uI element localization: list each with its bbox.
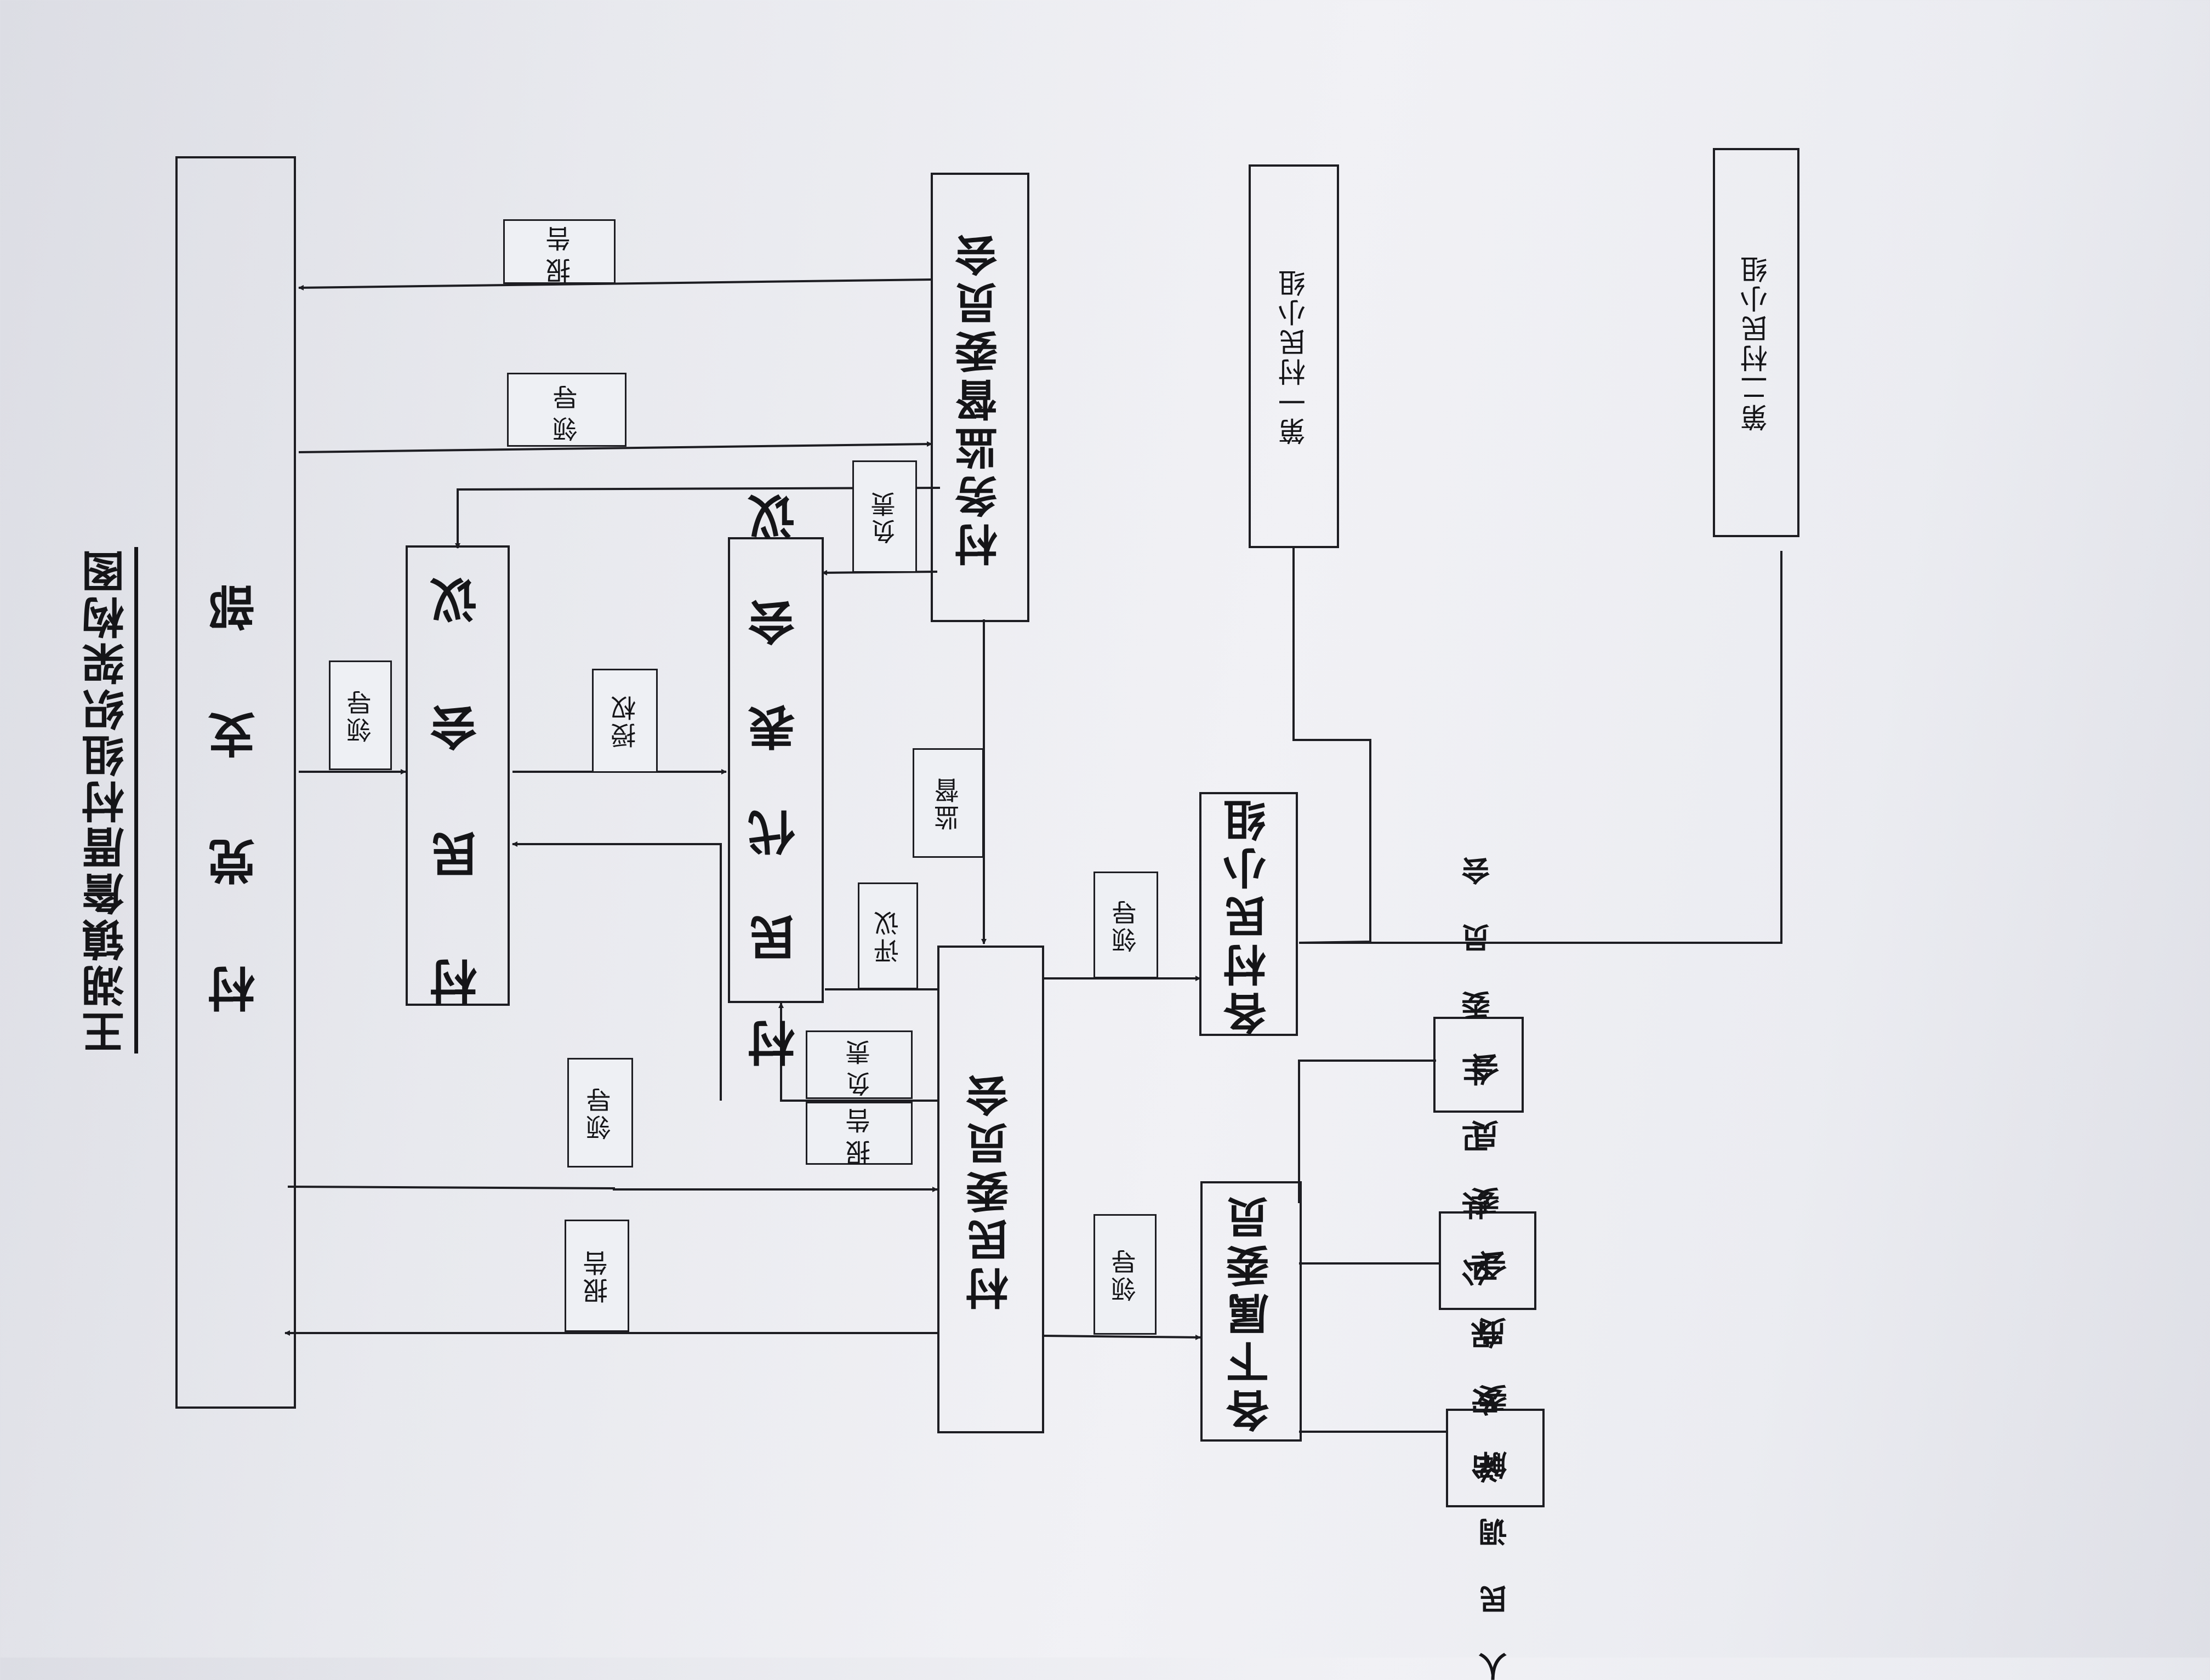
sub-committees-label: 各下属委员 (1226, 1191, 1276, 1432)
label-report-mid: 报告 (806, 1102, 913, 1165)
groups-box: 各村民小组 (1199, 792, 1298, 1036)
mediation-box: 人 民 调 解 委 员 会 (1446, 1236, 1545, 1680)
label-review: 评议 (858, 882, 918, 989)
label-report-committee: 报告 (565, 1220, 629, 1332)
label-responsible-mid: 负责 (806, 1030, 913, 1099)
label-lead-groups: 领导 (1093, 872, 1158, 978)
villager-meeting-box: 村 民 会 议 (406, 545, 510, 1006)
label-responsible-mid-text: 负责 (844, 1033, 874, 1097)
label-lead-committee-text: 领导 (585, 1085, 615, 1140)
label-supervise: 监督 (913, 748, 984, 858)
label-responsible-top: 负责 (852, 460, 917, 573)
villager-committee-label: 村民委员会 (966, 1069, 1016, 1310)
group2-label: 第二村民小组 (1740, 254, 1772, 431)
line-groups-group1 (1292, 548, 1371, 944)
supervision-label: 村务监督委员会 (955, 229, 1005, 566)
supervision-box: 村务监督委员会 (931, 173, 1029, 622)
label-report-top-text: 报告 (544, 220, 574, 283)
arrow-rep-meeting-back (512, 841, 722, 1101)
group1-label: 第一村民小组 (1278, 267, 1310, 445)
label-report-top: 报告 (503, 219, 616, 284)
label-lead-subs-text: 领导 (1110, 1247, 1140, 1302)
rep-meeting-box: 村 民 代 表 会 议 (728, 473, 824, 1067)
mediation-label: 人 民 调 解 委 员 会 (1479, 1235, 1512, 1680)
label-lead-committee: 领导 (567, 1058, 633, 1168)
label-supervise-text: 监督 (933, 776, 963, 830)
label-report-committee-text: 报告 (582, 1248, 612, 1303)
party-branch-label: 村 党 支 部 (208, 552, 264, 1013)
label-lead-groups-text: 领导 (1111, 897, 1141, 953)
sub-committees-box: 各下属委员 (1200, 1181, 1302, 1442)
label-lead-meeting-text: 领导 (345, 688, 375, 743)
arrow-committee-lead-subs (1044, 1334, 1201, 1340)
villager-meeting-label: 村 民 会 议 (430, 545, 486, 1006)
security-box: 治 安 保 卫 委 员 会 (1439, 1039, 1536, 1483)
label-review-text: 评议 (873, 908, 903, 964)
rep-meeting-label: 村 民 代 表 会 议 (749, 473, 804, 1067)
public-health-box: 公 共 卫 生 委 员 会 (1433, 842, 1524, 1287)
group1-box: 第一村民小组 (1249, 164, 1339, 548)
label-responsible-top-text: 负责 (870, 489, 899, 544)
party-branch-box: 村 党 支 部 (175, 156, 296, 1409)
arrow-committee-responsible-rep (778, 1003, 938, 1102)
label-report-mid-text: 报告 (844, 1101, 874, 1165)
label-authorize: 授权 (592, 669, 658, 773)
group2-box: 第二村民小组 (1713, 148, 1799, 537)
label-lead-top-text: 领导 (552, 378, 582, 442)
label-authorize-text: 授权 (610, 693, 640, 748)
label-lead-meeting: 领导 (329, 660, 392, 770)
label-lead-subs: 领导 (1093, 1214, 1157, 1335)
label-lead-top: 领导 (507, 373, 626, 447)
groups-label: 各村民小组 (1224, 793, 1273, 1035)
arrow-supervision-responsible-meeting (455, 487, 941, 549)
line-subs-health (1298, 1060, 1436, 1203)
arrow-party-lead-committee (287, 1186, 938, 1192)
villager-committee-box: 村民委员会 (937, 946, 1044, 1433)
line-groups-group2 (1299, 551, 1782, 944)
arrow-party-lead-supervision (298, 441, 932, 453)
